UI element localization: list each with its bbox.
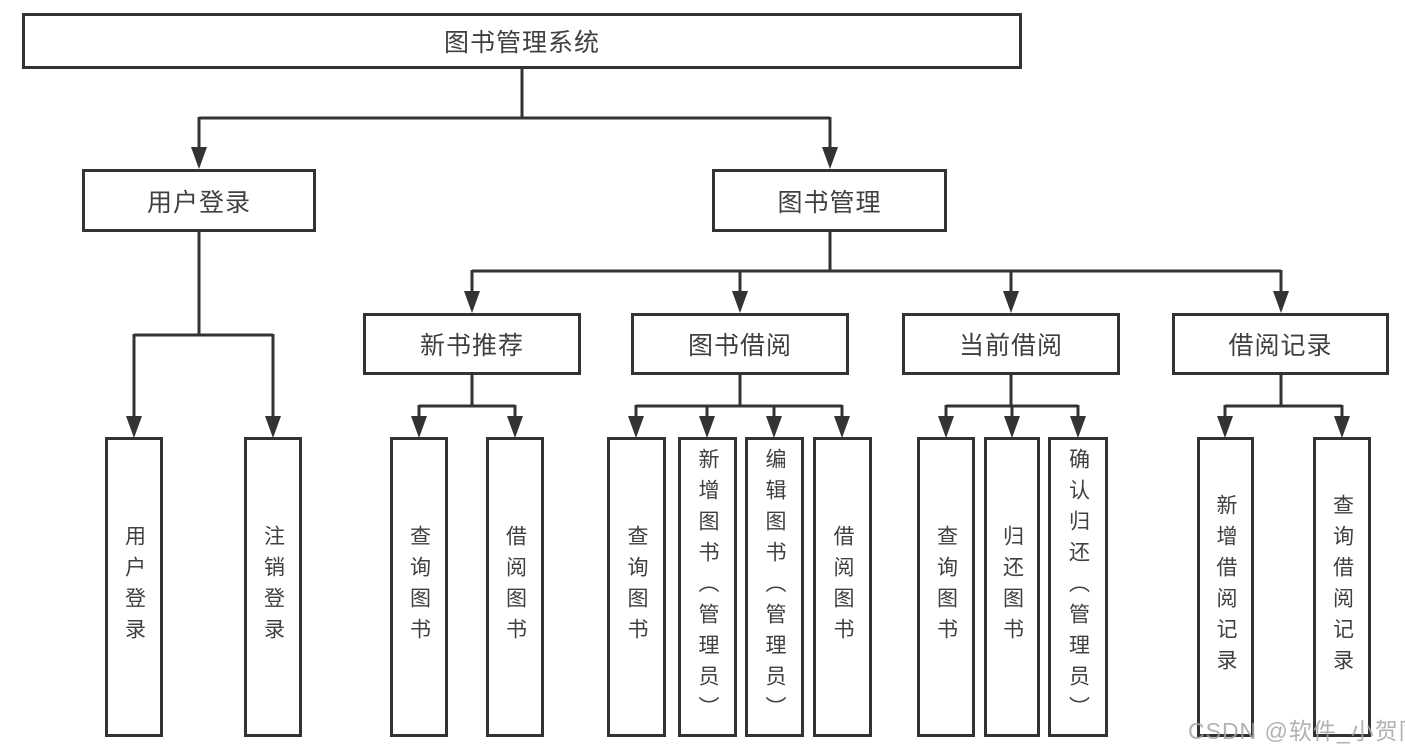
leaf-bb-borrow-books: 借阅图书 [813, 437, 872, 737]
leaf-nb-borrow-books-label: 借阅图书 [503, 525, 527, 649]
leaf-cb-confirm-return-admin: 确认归还（管理员） [1048, 437, 1108, 737]
leaf-logout: 注销登录 [244, 437, 302, 737]
node-book-borrowing: 图书借阅 [631, 313, 849, 375]
leaf-cb-return-books-label: 归还图书 [1000, 525, 1024, 649]
node-root-label: 图书管理系统 [443, 29, 600, 57]
leaf-bb-borrow-books-label: 借阅图书 [831, 525, 854, 649]
leaf-cb-confirm-return-admin-label: 确认归还（管理员） [1066, 447, 1090, 727]
leaf-br-add-borrow-record: 新增借阅记录 [1197, 437, 1254, 737]
leaf-br-query-borrow-record: 查询借阅记录 [1313, 437, 1371, 737]
leaf-nb-borrow-books: 借阅图书 [486, 437, 544, 737]
leaf-user-login: 用户登录 [105, 437, 163, 737]
leaf-user-login-label: 用户登录 [122, 525, 146, 649]
node-borrowing-records-label: 借阅记录 [1228, 332, 1333, 360]
leaf-bb-add-books-admin: 新增图书（管理员） [678, 437, 737, 737]
node-root-system: 图书管理系统 [22, 13, 1022, 69]
leaf-bb-edit-books-admin: 编辑图书（管理员） [745, 437, 804, 737]
node-book-management-label: 图书管理 [777, 188, 882, 217]
node-current-borrowing: 当前借阅 [902, 313, 1120, 375]
leaf-logout-label: 注销登录 [261, 525, 285, 649]
leaf-bb-query-books: 查询图书 [607, 437, 666, 737]
leaf-nb-query-books: 查询图书 [390, 437, 448, 737]
leaf-cb-return-books: 归还图书 [984, 437, 1040, 737]
node-book-management-module: 图书管理 [712, 169, 947, 232]
leaf-cb-query-books-label: 查询图书 [934, 525, 958, 649]
node-new-book-recommendation-label: 新书推荐 [419, 332, 524, 360]
node-user-login-label: 用户登录 [146, 188, 251, 217]
node-user-login-module: 用户登录 [82, 169, 316, 232]
leaf-br-add-borrow-record-label: 新增借阅记录 [1214, 494, 1237, 680]
leaf-br-query-borrow-record-label: 查询借阅记录 [1330, 494, 1354, 680]
node-book-borrowing-label: 图书借阅 [687, 332, 792, 360]
node-borrowing-records: 借阅记录 [1172, 313, 1389, 375]
leaf-bb-query-books-label: 查询图书 [625, 525, 648, 649]
leaf-bb-add-books-admin-label: 新增图书（管理员） [696, 447, 719, 727]
leaf-bb-edit-books-admin-label: 编辑图书（管理员） [763, 447, 786, 727]
connector-arrowheads [126, 147, 1350, 438]
watermark: CSDN @软件_小贺同学 [1188, 718, 1405, 744]
node-new-book-recommendation: 新书推荐 [363, 313, 581, 375]
node-current-borrowing-label: 当前借阅 [958, 332, 1063, 360]
leaf-nb-query-books-label: 查询图书 [407, 525, 431, 649]
leaf-cb-query-books: 查询图书 [917, 437, 975, 737]
